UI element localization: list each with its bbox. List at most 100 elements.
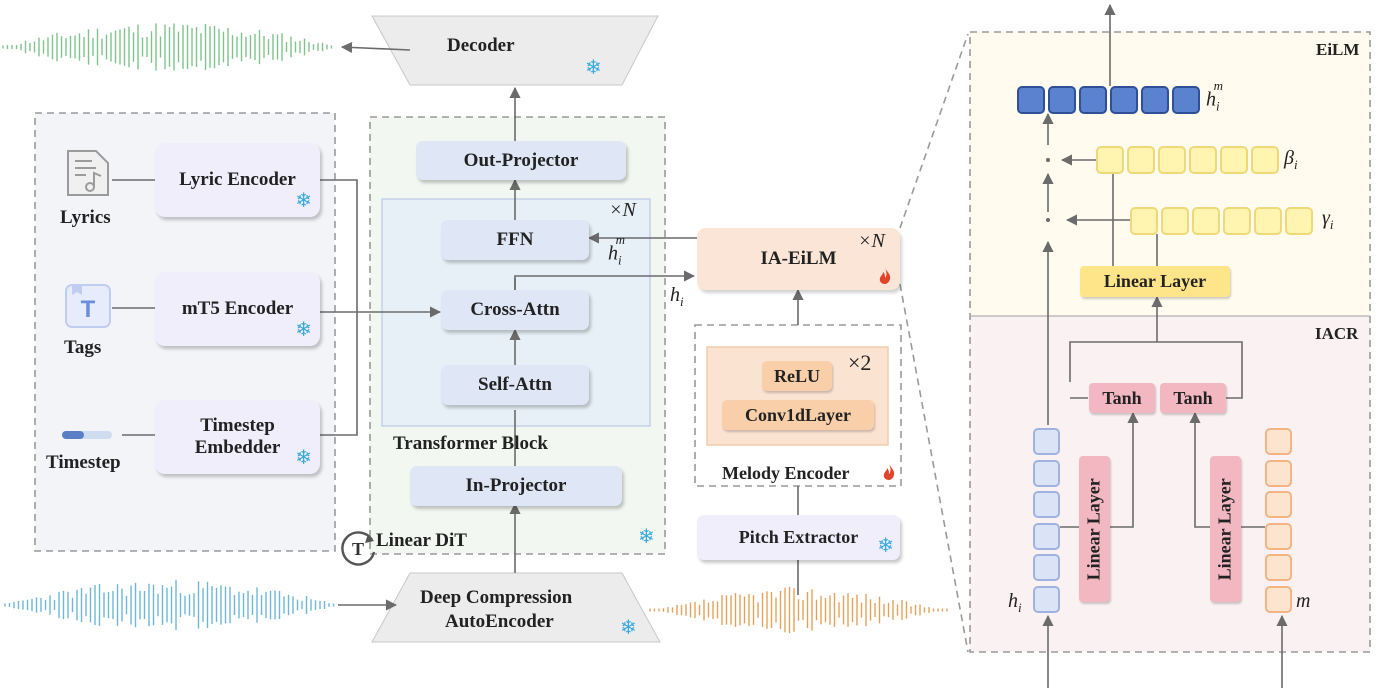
vector-cell: [1192, 207, 1220, 235]
iacr-label: IACR: [1315, 324, 1359, 343]
iacr-linear-layer-right[interactable]: Linear Layer: [1210, 456, 1241, 602]
timestep-embedder-line2: Embedder: [194, 437, 281, 458]
vector-cell: [1285, 207, 1313, 235]
vector-cell: [1033, 459, 1060, 487]
timestep-embedder-line1: Timestep: [200, 415, 275, 437]
vector-cell: [1254, 207, 1282, 235]
ffn-block[interactable]: FFN: [441, 220, 589, 260]
in-h-label: hi: [1008, 590, 1022, 615]
input-waveform: [4, 579, 335, 631]
decoder-label: Decoder: [447, 35, 515, 56]
out-h-label: him: [1206, 78, 1224, 114]
eilm-linear-layer-label: Linear Layer: [1103, 271, 1207, 292]
tanh-left-label: Tanh: [1102, 387, 1142, 408]
snowflake-icon: ❄: [295, 319, 312, 341]
conv-repeat-label: ×2: [848, 350, 872, 375]
melody-encoder-label: Melody Encoder: [722, 463, 850, 483]
cross-attn-block[interactable]: Cross-Attn: [441, 290, 589, 330]
lyrics-label: Lyrics: [60, 207, 111, 228]
fire-icon: [883, 464, 895, 480]
lyric-encoder-label: Lyric Encoder: [179, 169, 296, 191]
timestep-label: Timestep: [46, 452, 121, 473]
vector-cell: [1048, 86, 1076, 114]
output-waveform: [2, 23, 333, 71]
mt5-encoder-label: mT5 Encoder: [181, 298, 294, 320]
ia-eilm-label: IA-EiLM: [760, 248, 837, 270]
relu-block[interactable]: ReLU: [762, 361, 832, 391]
lyrics-document-icon: [66, 149, 110, 197]
vector-cell: [1265, 459, 1292, 487]
snowflake-icon: ❄: [295, 447, 312, 469]
self-attn-label: Self-Attn: [478, 374, 552, 396]
in-projector-label: In-Projector: [465, 475, 567, 497]
conv1d-block[interactable]: Conv1dLayer: [722, 400, 874, 430]
vector-cell: [1033, 522, 1060, 550]
timestep-embedder[interactable]: Timestep Embedder ❄: [155, 400, 320, 474]
h-m-label: him: [608, 232, 626, 268]
gamma-label: γi: [1322, 207, 1334, 232]
mt5-encoder[interactable]: mT5 Encoder ❄: [155, 272, 320, 346]
pitch-waveform: [649, 586, 948, 634]
fire-icon: [879, 268, 891, 284]
decoder-shape: [371, 15, 659, 86]
vector-cell: [1189, 146, 1217, 174]
iacr-linear-layer-left-label: Linear Layer: [1084, 477, 1105, 581]
vector-cell: [1265, 522, 1292, 550]
vector-cell: [1220, 146, 1248, 174]
self-attn-block[interactable]: Self-Attn: [441, 365, 589, 405]
vector-cell: [1172, 86, 1200, 114]
vector-cell: [1161, 207, 1189, 235]
vector-cell: [1033, 585, 1060, 613]
autoencoder-label-line1: Deep Compression: [420, 587, 573, 608]
snowflake-icon: ❄: [877, 535, 894, 557]
vector-cell: [1127, 146, 1155, 174]
iacr-linear-layer-right-label: Linear Layer: [1215, 477, 1236, 581]
beta-label: βi: [1284, 147, 1298, 172]
vector-cell: [1033, 554, 1060, 581]
snowflake-icon: ❄: [585, 57, 602, 79]
in-m-label: m: [1296, 590, 1311, 612]
tanh-right-label: Tanh: [1173, 387, 1213, 408]
vector-cell: [1079, 86, 1107, 114]
iacr-linear-layer-left[interactable]: Linear Layer: [1079, 456, 1110, 602]
vector-cell: [1223, 207, 1251, 235]
transformer-repeat-label: ×N: [609, 199, 636, 221]
vector-cell: [1033, 428, 1060, 455]
linear-dit-label: Linear DiT: [376, 530, 467, 551]
vector-cell: [1265, 554, 1292, 581]
autoencoder-shape: [371, 572, 661, 643]
vector-cell: [1033, 491, 1060, 518]
vector-cell: [1096, 146, 1124, 174]
snowflake-icon: ❄: [638, 526, 655, 548]
vector-cell: [1141, 86, 1169, 114]
eilm-linear-layer[interactable]: Linear Layer: [1080, 266, 1230, 297]
svg-text:T: T: [352, 539, 364, 559]
autoencoder-label-line2: AutoEncoder: [445, 611, 554, 632]
vector-cell: [1265, 585, 1292, 613]
out-projector-label: Out-Projector: [463, 149, 579, 171]
eilm-label: EiLM: [1316, 40, 1360, 59]
vector-cell: [1130, 207, 1158, 235]
pitch-extractor[interactable]: Pitch Extractor ❄: [697, 515, 900, 560]
snowflake-icon: ❄: [620, 617, 637, 639]
out-projector[interactable]: Out-Projector: [416, 141, 626, 180]
tags-label: Tags: [64, 337, 102, 358]
ffn-label: FFN: [496, 229, 534, 251]
vector-cell: [1158, 146, 1186, 174]
ia-eilm-block[interactable]: IA-EiLM: [697, 228, 900, 290]
vector-cell: [1251, 146, 1279, 174]
vector-cell: [1265, 491, 1292, 518]
relu-label: ReLU: [774, 365, 820, 386]
tags-t-icon: T: [64, 283, 112, 329]
in-projector[interactable]: In-Projector: [410, 466, 622, 506]
timestep-bar-icon: [62, 431, 112, 439]
tanh-left[interactable]: Tanh: [1089, 383, 1155, 413]
snowflake-icon: ❄: [295, 190, 312, 212]
tanh-right[interactable]: Tanh: [1160, 383, 1226, 413]
cross-attn-label: Cross-Attn: [470, 299, 560, 321]
transformer-block-label: Transformer Block: [393, 433, 548, 454]
lyric-encoder[interactable]: Lyric Encoder ❄: [155, 143, 320, 217]
vector-cell: [1265, 428, 1292, 455]
